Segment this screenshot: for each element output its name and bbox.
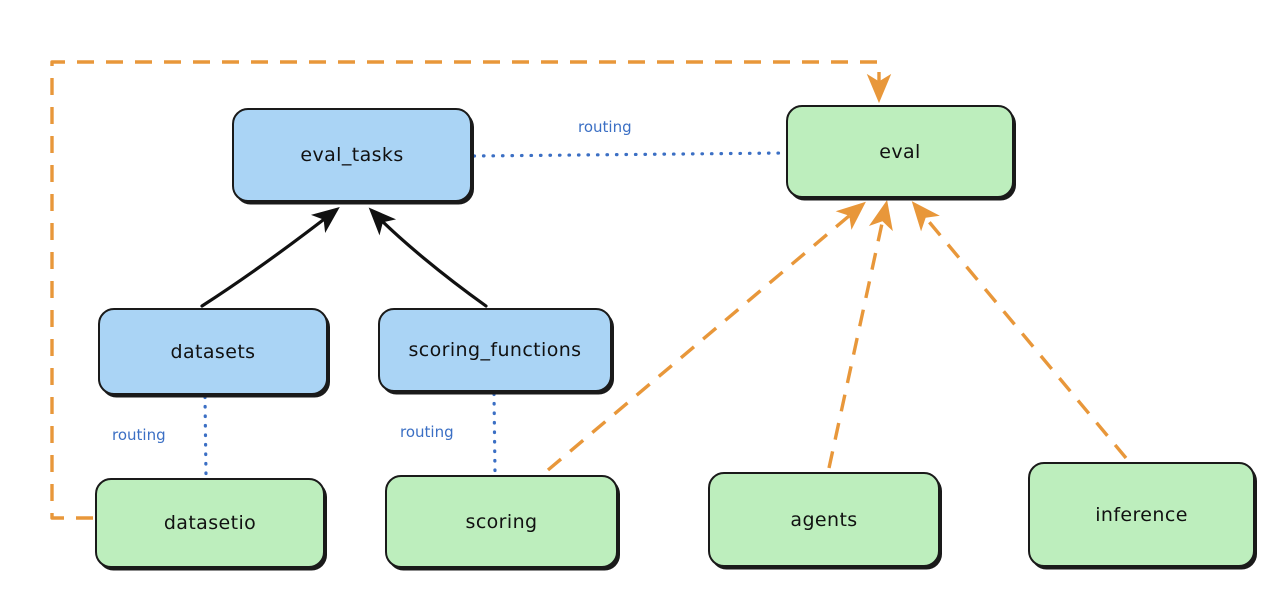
node-label-datasets: datasets xyxy=(170,340,256,363)
node-eval-tasks[interactable]: eval_tasks xyxy=(232,108,472,202)
node-eval[interactable]: eval xyxy=(786,105,1014,198)
dependency-edge-inference-eval xyxy=(911,201,1128,460)
dependency-edge-datasets-eval_tasks xyxy=(200,207,340,308)
edge-label-routing-datasets-datasetio: routing xyxy=(112,426,166,444)
edge-label-routing-eval-tasks-eval: routing xyxy=(578,118,632,136)
dependency-edge-agents-eval xyxy=(827,200,893,469)
node-scoring[interactable]: scoring xyxy=(385,475,618,568)
node-label-scoring: scoring xyxy=(465,510,538,533)
node-scoring-functions[interactable]: scoring_functions xyxy=(378,308,612,392)
node-datasetio[interactable]: datasetio xyxy=(95,478,325,568)
node-label-scoring-functions: scoring_functions xyxy=(408,339,582,361)
dependency-edge-scoring_functions-eval_tasks xyxy=(368,207,488,308)
node-label-inference: inference xyxy=(1095,503,1188,526)
routing-edge-datasets-datasetio xyxy=(203,395,208,478)
node-label-eval-tasks: eval_tasks xyxy=(300,144,404,166)
node-label-agents: agents xyxy=(790,508,858,531)
node-agents[interactable]: agents xyxy=(708,472,940,567)
node-inference[interactable]: inference xyxy=(1028,462,1255,567)
routing-edge-scoring_functions-scoring xyxy=(492,392,497,475)
edge-label-routing-scoring-functions-scoring: routing xyxy=(400,423,454,441)
node-label-eval: eval xyxy=(879,140,921,163)
node-label-datasetio: datasetio xyxy=(163,512,257,534)
node-datasets[interactable]: datasets xyxy=(98,308,328,395)
routing-edge-eval_tasks-eval xyxy=(472,151,786,158)
